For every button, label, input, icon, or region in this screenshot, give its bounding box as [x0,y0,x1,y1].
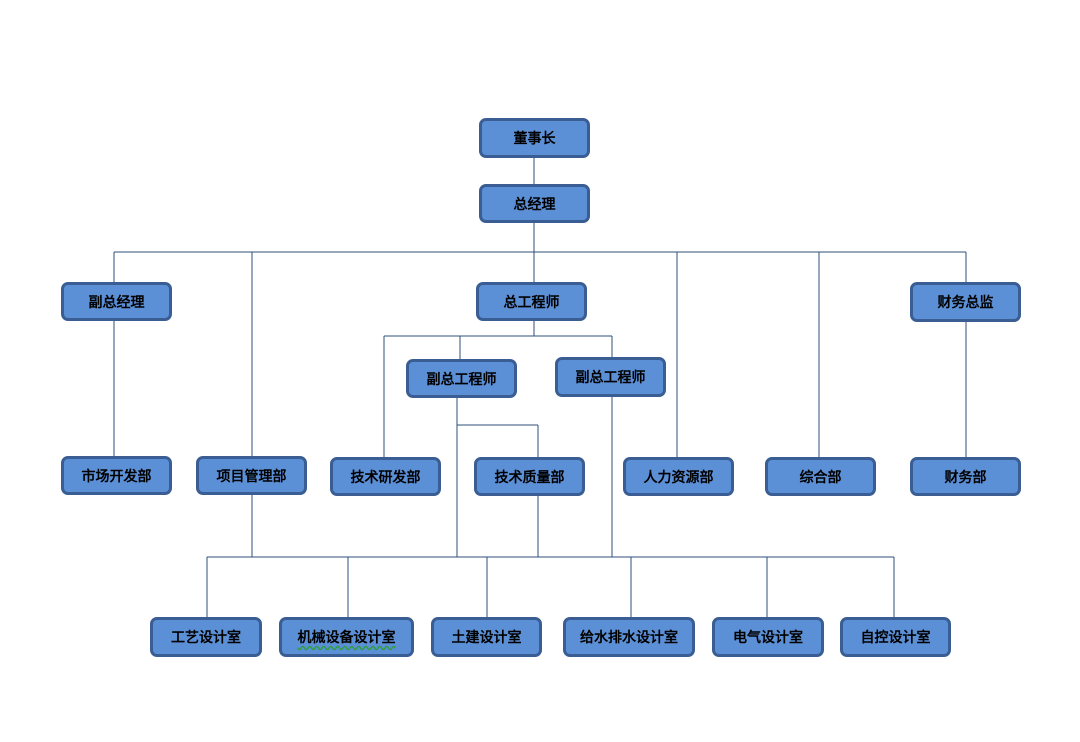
node-project-dept: 项目管理部 [196,456,307,495]
node-label: 电气设计室 [733,630,803,646]
node-label: 市场开发部 [81,468,152,485]
node-chief-engineer: 总工程师 [476,282,587,321]
node-label: 综合部 [799,469,842,486]
node-civil-design-office: 土建设计室 [431,617,542,657]
node-label: 土建设计室 [451,630,522,646]
node-label: 技术质量部 [494,469,565,486]
node-label: 董事长 [513,131,556,147]
node-finance-dept: 财务部 [910,457,1021,496]
node-label: 技术研发部 [350,469,421,486]
node-quality-dept: 技术质量部 [474,457,585,496]
node-label: 总工程师 [503,294,560,311]
node-label: 项目管理部 [216,468,287,485]
node-plumbing-design-office: 给水排水设计室 [563,617,695,657]
node-label: 给水排水设计室 [580,630,678,646]
node-label: 副总工程师 [426,371,497,388]
node-label: 副总经理 [88,294,145,311]
node-general-dept: 综合部 [765,457,876,496]
node-process-design-office: 工艺设计室 [150,617,262,657]
node-vice-chief-engineer-1: 副总工程师 [406,359,517,398]
node-cfo: 财务总监 [910,282,1021,322]
node-vice-general-manager: 副总经理 [61,282,172,321]
node-general-manager: 总经理 [479,184,590,223]
node-label: 自控设计室 [860,630,931,646]
node-market-dept: 市场开发部 [61,456,172,495]
node-label: 总经理 [513,196,556,213]
node-label: 工艺设计室 [171,630,241,646]
node-chairman: 董事长 [479,118,590,158]
node-label: 人力资源部 [643,469,714,486]
node-vice-chief-engineer-2: 副总工程师 [555,357,666,397]
node-hr-dept: 人力资源部 [623,457,734,496]
node-label: 机械设备设计室 [297,630,396,646]
node-label: 副总工程师 [575,370,646,386]
node-rd-dept: 技术研发部 [330,457,441,496]
node-label: 财务总监 [937,295,994,311]
node-electrical-design-office: 电气设计室 [712,617,824,657]
node-control-design-office: 自控设计室 [840,617,951,657]
node-mechanical-design-office: 机械设备设计室 [279,617,414,657]
node-label: 财务部 [944,469,987,486]
